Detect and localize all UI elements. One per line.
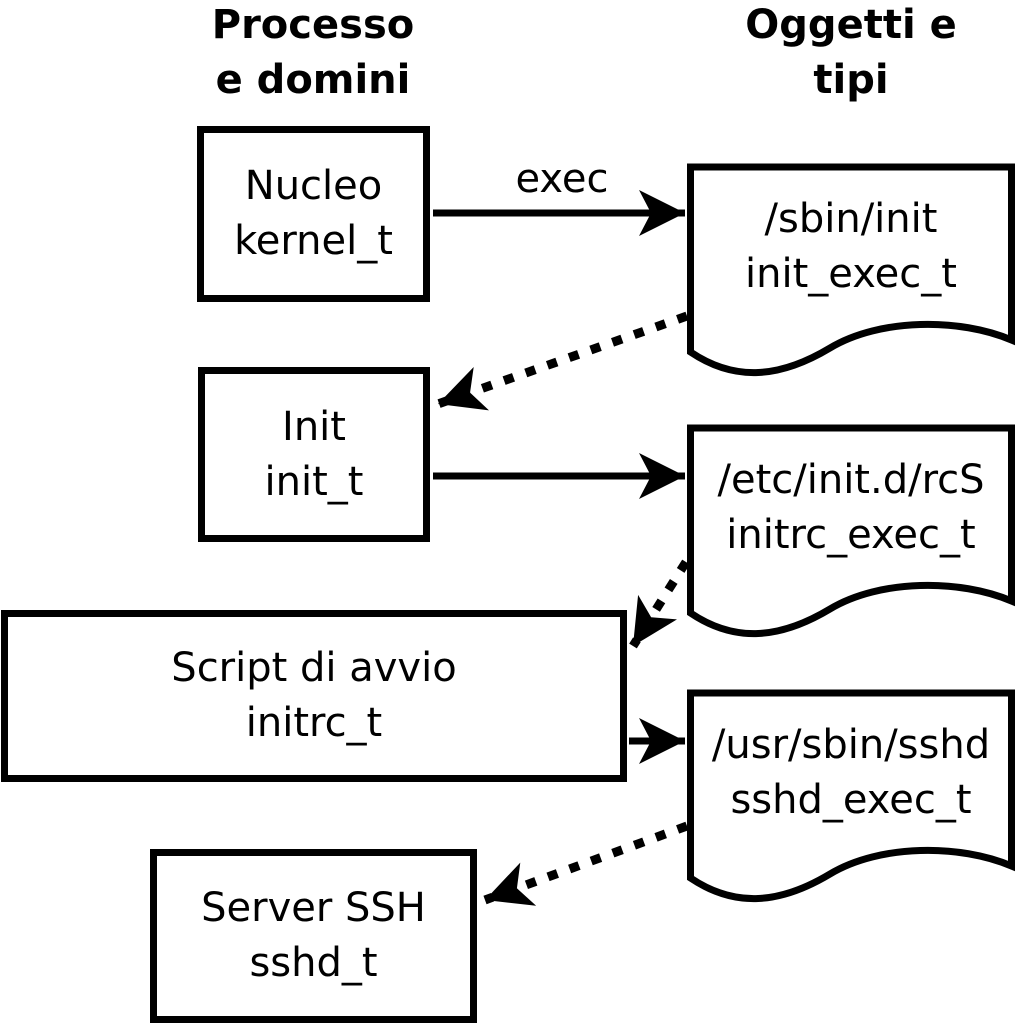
process-type: initrc_t <box>245 700 383 746</box>
object-type: init_exec_t <box>745 251 957 297</box>
column-header-objects-line2: tipi <box>813 57 889 103</box>
transition-arrow-sshdexec-to-sshd <box>483 821 689 906</box>
process-label-initrc: Script di avvio initrc_t <box>1 610 627 782</box>
object-type: initrc_exec_t <box>726 512 976 558</box>
process-type: sshd_t <box>249 940 378 986</box>
exec-arrow-label: exec <box>515 156 609 202</box>
object-path: /etc/init.d/rcS <box>717 457 985 503</box>
process-name: Script di avvio <box>171 645 457 691</box>
object-doc-init-exec <box>687 163 1015 377</box>
process-box-sshd <box>150 849 477 1023</box>
column-header-processes-line2: e domini <box>215 57 411 103</box>
object-doc-sshd-exec <box>687 689 1015 903</box>
process-box-kernel <box>197 126 430 302</box>
object-doc-initrc-exec <box>687 424 1015 638</box>
process-label-kernel: Nucleo kernel_t <box>197 126 430 302</box>
process-type: init_t <box>264 458 364 505</box>
object-label-sshd-exec: /usr/sbin/sshd sshd_exec_t <box>687 718 1015 828</box>
transition-arrow-initrcexec-to-initrc <box>629 559 690 649</box>
object-path: /sbin/init <box>764 196 938 242</box>
process-label-init: Init init_t <box>198 367 430 542</box>
process-type: kernel_t <box>234 218 393 264</box>
process-box-init <box>198 367 430 542</box>
transition-arrow-initexec-to-init <box>436 311 689 411</box>
process-name: Server SSH <box>201 885 426 931</box>
process-box-initrc <box>1 610 627 782</box>
column-header-processes: Processo e domini <box>143 0 483 108</box>
column-header-objects: Oggetti e tipi <box>681 0 1021 108</box>
process-name: Nucleo <box>244 163 383 209</box>
object-path: /usr/sbin/sshd <box>711 722 991 768</box>
column-header-objects-line1: Oggetti e <box>745 2 957 48</box>
object-label-init-exec: /sbin/init init_exec_t <box>687 192 1015 302</box>
column-header-processes-line1: Processo <box>211 2 415 48</box>
object-type: sshd_exec_t <box>730 777 972 823</box>
object-label-initrc-exec: /etc/init.d/rcS initrc_exec_t <box>687 453 1015 563</box>
process-label-sshd: Server SSH sshd_t <box>150 849 477 1023</box>
process-name: Init <box>282 403 346 450</box>
